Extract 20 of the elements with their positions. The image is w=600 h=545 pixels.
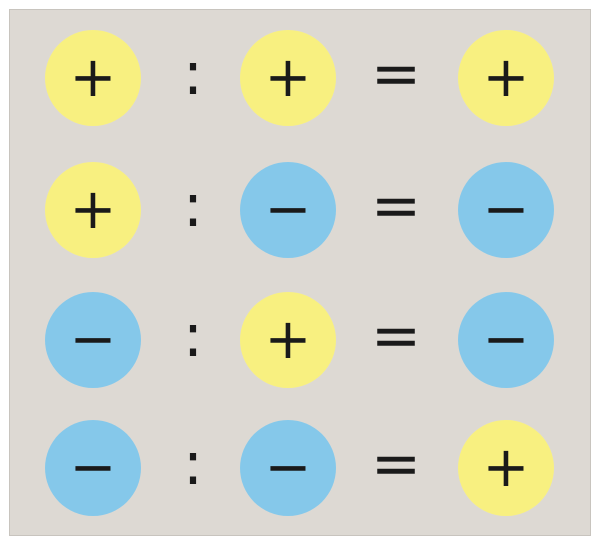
equals-sign: =	[370, 44, 422, 104]
sign-circle: −	[240, 420, 336, 516]
division-sign: :	[182, 44, 204, 104]
division-sign: :	[182, 306, 204, 366]
sign-circle: −	[458, 292, 554, 388]
sign-circle: −	[45, 420, 141, 516]
sign-circle: +	[240, 30, 336, 126]
equals-sign: =	[370, 434, 422, 494]
sign-circle: +	[240, 292, 336, 388]
equals-sign: =	[370, 176, 422, 236]
sign-circle: +	[45, 30, 141, 126]
sign-circle: −	[45, 292, 141, 388]
equals-sign: =	[370, 306, 422, 366]
division-sign: :	[182, 434, 204, 494]
division-sign: :	[182, 176, 204, 236]
sign-circle: −	[458, 162, 554, 258]
sign-circle: +	[458, 30, 554, 126]
sign-circle: +	[45, 162, 141, 258]
sign-circle: −	[240, 162, 336, 258]
sign-circle: +	[458, 420, 554, 516]
